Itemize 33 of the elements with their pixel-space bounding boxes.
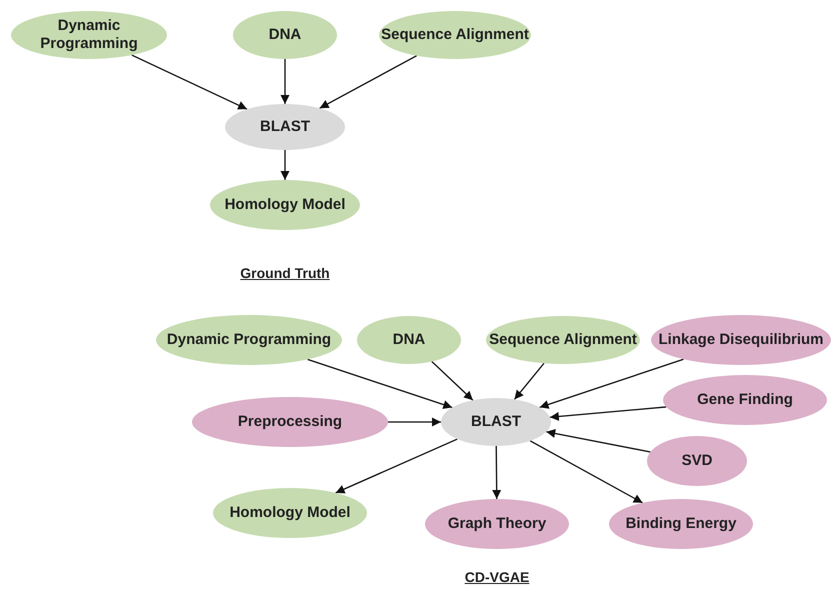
- arrow: [492, 446, 502, 499]
- arrow: [388, 418, 441, 426]
- arrow: [550, 406, 666, 421]
- arrow: [280, 59, 290, 104]
- node-label: Dynamic Programming: [39, 17, 139, 53]
- node-label: Linkage Disequilibrium: [658, 331, 824, 349]
- node-label: Sequence Alignment: [381, 26, 529, 44]
- arrow: [307, 358, 452, 409]
- ellipse-node: [441, 398, 551, 446]
- arrow: [280, 150, 290, 180]
- arrow: [514, 362, 544, 400]
- arrow: [335, 438, 458, 494]
- arrow: [431, 361, 474, 401]
- node-label: Homology Model: [224, 196, 346, 214]
- node-label: SVD: [682, 452, 712, 470]
- node-label: Binding Energy: [626, 515, 736, 533]
- node-label: DNA: [268, 26, 302, 44]
- node-label: Gene Finding: [697, 391, 793, 409]
- node-label: Graph Theory: [448, 515, 546, 533]
- node-label: Sequence Alignment: [489, 331, 637, 349]
- arrow: [530, 440, 643, 504]
- diagram-caption: CD-VGAE: [464, 569, 530, 585]
- node-label: BLAST: [471, 413, 521, 431]
- node-label: Dynamic Programming: [166, 331, 332, 349]
- node-label: DNA: [392, 331, 426, 349]
- arrow: [546, 429, 650, 453]
- node-label: BLAST: [260, 118, 310, 136]
- arrow: [539, 358, 684, 409]
- node-label: Homology Model: [230, 504, 350, 522]
- arrow: [319, 55, 417, 109]
- diagram-caption: Ground Truth: [240, 265, 330, 281]
- arrow: [131, 54, 248, 110]
- node-label: Preprocessing: [238, 413, 342, 431]
